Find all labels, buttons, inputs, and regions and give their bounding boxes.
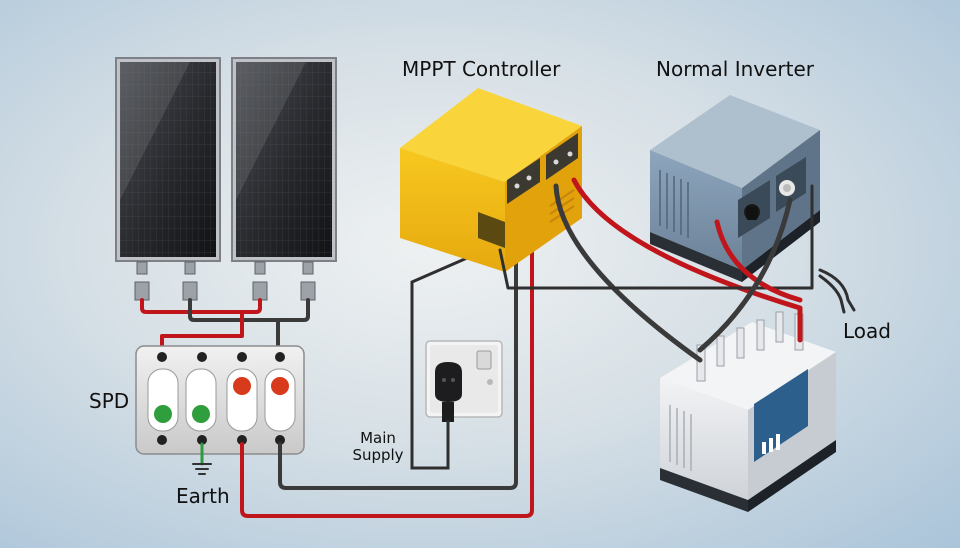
spd-box — [135, 345, 305, 455]
spd-output-wires — [240, 196, 534, 518]
mppt-controller — [400, 88, 582, 272]
main-supply-wire — [410, 246, 491, 470]
battery — [660, 311, 836, 512]
spd-label: SPD — [89, 389, 130, 413]
mppt-controller-label: MPPT Controller — [402, 57, 561, 81]
main-supply-label-line2: Supply — [352, 445, 404, 464]
load-label: Load — [843, 319, 891, 343]
panel-connectors — [134, 261, 316, 301]
earth-symbol — [192, 442, 212, 475]
solar-panel-right — [231, 57, 337, 262]
main-supply-label: Main Supply — [350, 430, 406, 463]
normal-inverter — [650, 95, 820, 282]
earth-label: Earth — [176, 484, 230, 508]
solar-panel-left — [115, 57, 221, 262]
main-supply-label-line1: Main — [360, 429, 396, 447]
system-wires — [498, 177, 856, 363]
normal-inverter-label: Normal Inverter — [656, 57, 815, 81]
wall-socket — [425, 340, 503, 422]
